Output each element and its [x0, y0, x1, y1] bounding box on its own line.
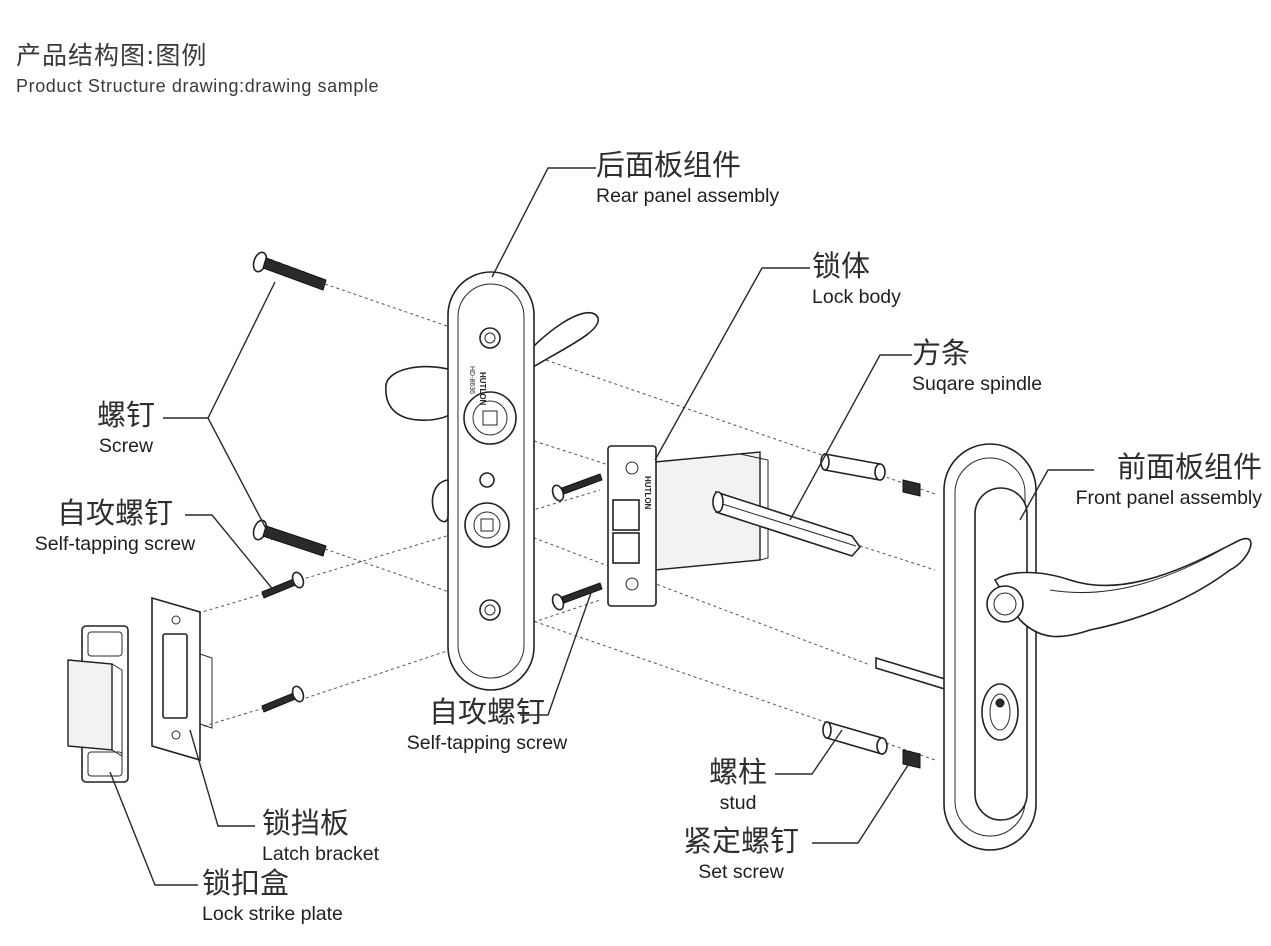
label-front-panel-cn: 前面板组件 — [1116, 450, 1262, 484]
self-tapping-screw-center-top — [551, 473, 603, 502]
page-title-cn: 产品结构图:图例 — [16, 41, 208, 70]
label-self-tapping-center-cn: 自攻螺钉 — [428, 695, 545, 729]
square-spindle — [712, 490, 862, 557]
label-latch-bracket-cn: 锁挡板 — [262, 806, 350, 840]
label-set-screw-en: Set screw — [698, 860, 784, 883]
label-stud-cn: 螺柱 — [708, 755, 767, 789]
label-set-screw: 紧定螺钉 Set screw — [668, 824, 814, 883]
label-latch-bracket-en: Latch bracket — [262, 842, 380, 865]
long-screw-top — [252, 251, 327, 291]
label-strike-plate-en: Lock strike plate — [202, 902, 343, 925]
long-stud-rod — [875, 656, 949, 692]
label-screw: 螺钉 Screw — [86, 398, 166, 457]
label-stud-en: stud — [719, 791, 757, 814]
self-tapping-screw-center-bottom — [551, 582, 603, 611]
label-self-tapping-left-en: Self-tapping screw — [34, 532, 196, 555]
latch-bracket — [151, 596, 213, 762]
label-rear-panel-assembly: 后面板组件 Rear panel assembly — [596, 148, 780, 207]
label-rear-panel-en: Rear panel assembly — [596, 184, 780, 207]
lock-body-brand-engraving: HUTLON — [643, 476, 652, 510]
label-front-panel-en: Front panel assembly — [1075, 486, 1262, 509]
rear-panel-brand-engraving: HUTLON — [478, 372, 487, 406]
rear-panel-model-engraving: HD-8636 — [468, 366, 475, 394]
label-lock-body-cn: 锁体 — [812, 249, 871, 283]
label-strike-plate-cn: 锁扣盒 — [202, 866, 290, 900]
label-spindle-cn: 方条 — [912, 336, 971, 370]
page-title-en: Product Structure drawing:drawing sample — [16, 76, 380, 96]
self-tapping-screw-left-bottom — [261, 685, 305, 713]
set-screw-bottom — [902, 749, 921, 769]
set-screw-top — [902, 479, 921, 497]
label-stud: 螺柱 stud — [696, 755, 780, 814]
long-screw-bottom — [252, 519, 327, 557]
label-self-tapping-screw-center: 自攻螺钉 Self-tapping screw — [382, 695, 592, 754]
label-set-screw-cn: 紧定螺钉 — [682, 824, 799, 858]
lock-strike-plate — [67, 625, 129, 783]
label-spindle-en: Suqare spindle — [912, 372, 1043, 395]
leader-lines — [109, 167, 1094, 886]
label-lock-body-en: Lock body — [812, 285, 901, 308]
stud-top — [820, 453, 886, 481]
label-square-spindle: 方条 Suqare spindle — [912, 336, 1043, 395]
label-self-tapping-left-cn: 自攻螺钉 — [56, 496, 173, 530]
label-rear-panel-cn: 后面板组件 — [596, 148, 742, 182]
assembly-axis-lines — [174, 283, 936, 761]
label-self-tapping-screw-left: 自攻螺钉 Self-tapping screw — [10, 496, 220, 555]
lock-body: HUTLON — [607, 445, 769, 607]
label-latch-bracket: 锁挡板 Latch bracket — [262, 806, 380, 865]
label-screw-en: Screw — [98, 434, 154, 457]
front-panel-assembly — [943, 443, 1252, 851]
label-screw-cn: 螺钉 — [96, 398, 155, 432]
label-lock-body: 锁体 Lock body — [812, 249, 901, 308]
label-lock-strike-plate: 锁扣盒 Lock strike plate — [202, 866, 343, 925]
rear-panel-assembly: HUTLON HD-8636 — [385, 271, 599, 691]
label-front-panel-assembly: 前面板组件 Front panel assembly — [1030, 450, 1262, 509]
stud-bottom — [822, 720, 888, 756]
self-tapping-screw-left-top — [261, 571, 305, 599]
label-self-tapping-center-en: Self-tapping screw — [406, 731, 568, 754]
